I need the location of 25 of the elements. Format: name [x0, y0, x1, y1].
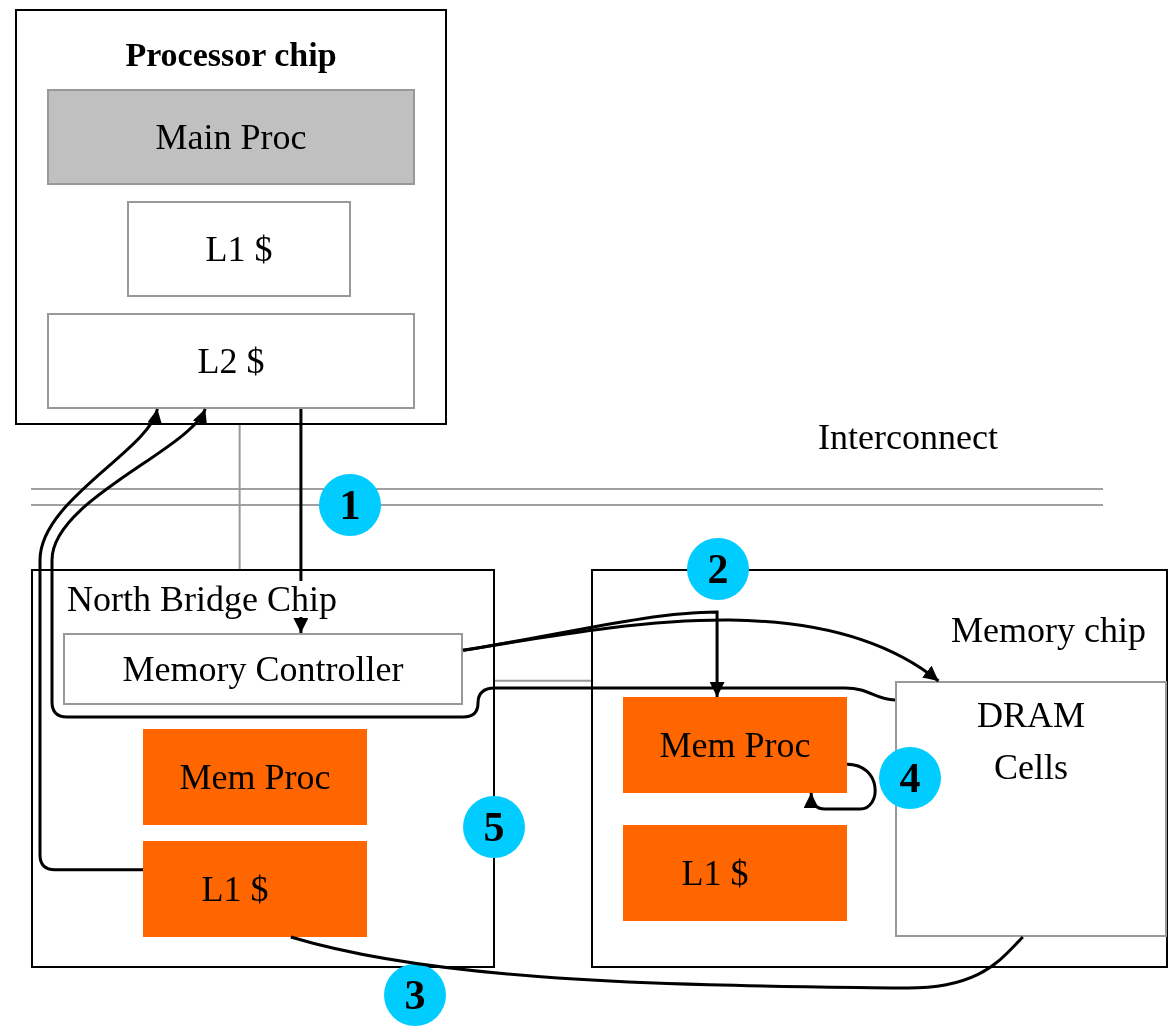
arrow [293, 409, 309, 633]
callout-number: 3 [404, 974, 426, 1016]
chip-title: North Bridge Chip [67, 581, 337, 617]
cache-box [127, 201, 351, 297]
connector-line [290, 935, 1024, 990]
callout-number: 1 [339, 484, 361, 526]
arrow [462, 610, 725, 697]
connector-line [238, 424, 241, 570]
arrow [50, 408, 896, 719]
processor-box [143, 729, 367, 825]
bus-label: Interconnect [818, 416, 998, 459]
callout-number: 4 [899, 757, 921, 799]
memory-cells-box [895, 681, 1167, 937]
connector-line [494, 679, 592, 682]
arrow [804, 762, 877, 811]
processor-box [623, 697, 847, 793]
callout-number: 5 [483, 806, 505, 848]
cache-box [143, 841, 367, 937]
chip-box [15, 9, 447, 425]
callout-number: 2 [707, 548, 729, 590]
cache-box [47, 313, 415, 409]
processor-box [47, 89, 415, 185]
controller-box [63, 633, 463, 705]
arrow [38, 408, 160, 872]
cache-box [623, 825, 847, 921]
